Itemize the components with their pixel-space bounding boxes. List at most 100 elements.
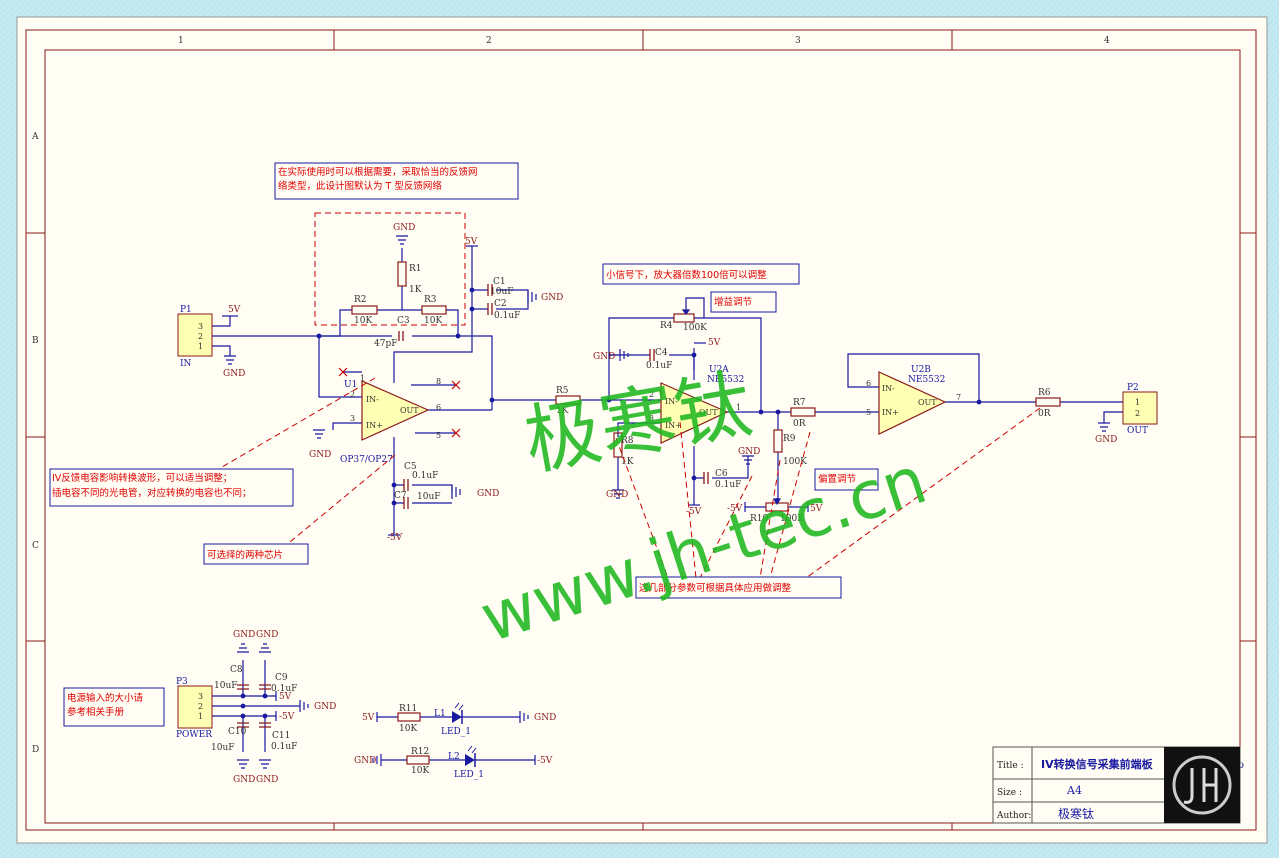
svg-text:U2A: U2A: [709, 365, 729, 375]
size-value: A4: [1066, 784, 1082, 797]
svg-text:可选择的两种芯片: 可选择的两种芯片: [207, 549, 283, 561]
vn-label: -5V: [537, 756, 553, 766]
c4-ref: C4: [655, 348, 668, 358]
svg-text:1: 1: [736, 403, 741, 412]
svg-text:在实际使用时可以根据需要，采取恰当的反馈网: 在实际使用时可以根据需要，采取恰当的反馈网: [278, 166, 478, 178]
gnd-label: GND: [593, 352, 615, 362]
svg-text:络类型，此设计图默认为 T 型反馈网络: 络类型，此设计图默认为 T 型反馈网络: [278, 180, 442, 192]
paper: [16, 16, 1268, 844]
c5-ref: C5: [404, 462, 417, 472]
c7-val: 10uF: [417, 492, 441, 502]
gnd-label: GND: [393, 223, 415, 233]
r3-ref: R3: [424, 295, 437, 305]
vp-label: 5V: [362, 713, 375, 723]
col-1: 1: [178, 36, 184, 46]
r6-ref: R6: [1038, 388, 1051, 398]
gnd-label: GND: [256, 775, 278, 785]
svg-text:1: 1: [360, 374, 365, 383]
svg-text:2: 2: [198, 702, 203, 711]
svg-text:IN-: IN-: [665, 397, 678, 406]
note-power: 电源输入的大小请 参考相关手册: [63, 687, 165, 727]
connector-p1: P1 IN 3 2 1: [177, 305, 213, 369]
r3-val: 10K: [424, 316, 442, 326]
svg-text:1: 1: [198, 342, 203, 351]
r1-ref: R1: [409, 264, 422, 274]
note-iv-cap: IV反馈电容影响转换波形，可以适当调整； 插电容不同的光电管，对应转换的电容也不…: [49, 468, 294, 507]
r4-val: 100K: [683, 323, 707, 333]
svg-text:P2: P2: [1127, 383, 1139, 393]
ground-symbols: [222, 235, 1110, 769]
svg-text:IN: IN: [180, 359, 192, 369]
c6-val: 0.1uF: [715, 480, 741, 490]
row-a: A: [31, 132, 39, 142]
gnd-label: GND: [606, 490, 628, 500]
vp-label: 5V: [708, 338, 721, 348]
note-gain-adjust: 增益调节: [710, 291, 777, 313]
r9-val: 100K: [783, 457, 807, 467]
note-chips: 可选择的两种芯片: [203, 543, 309, 565]
opamp-u2a: U2A NE5532 IN- IN+ OUT 2 3 1: [649, 365, 744, 444]
svg-text:L1: L1: [434, 709, 446, 719]
col-4: 4: [1104, 36, 1110, 46]
annotation-leaders: [209, 212, 1041, 579]
svg-text:IN+: IN+: [665, 421, 682, 430]
svg-text:6: 6: [436, 403, 441, 412]
r7-ref: R7: [793, 398, 806, 408]
note-small-signal: 小信号下，放大器倍数100倍可以调整: [602, 263, 800, 285]
gnd-label: GND: [738, 447, 760, 457]
svg-text:小信号下，放大器倍数100倍可以调整: 小信号下，放大器倍数100倍可以调整: [606, 269, 767, 281]
svg-text:5: 5: [866, 408, 871, 417]
row-d: D: [32, 745, 39, 755]
r8-ref: R8: [621, 436, 634, 446]
resistor-bodies: [351, 261, 1061, 765]
svg-text:L2: L2: [448, 752, 460, 762]
c1-ref: C1: [493, 277, 506, 287]
svg-text:NE5532: NE5532: [908, 375, 945, 385]
title-label: Title :: [997, 761, 1024, 771]
gnd-label: GND: [1095, 435, 1117, 445]
vn-label: -5V: [387, 533, 403, 543]
jh-logo-icon: [1164, 747, 1240, 823]
svg-text:插电容不同的光电管，对应转换的电容也不同；: 插电容不同的光电管，对应转换的电容也不同；: [52, 487, 252, 499]
svg-text:IN+: IN+: [882, 408, 899, 417]
svg-text:1: 1: [1135, 398, 1140, 407]
svg-text:2: 2: [198, 332, 203, 341]
svg-text:IN+: IN+: [366, 421, 383, 430]
svg-text:POWER: POWER: [176, 730, 212, 740]
svg-text:7: 7: [956, 393, 961, 402]
r8-val: 1K: [621, 457, 634, 467]
opamp-u1: U1 OP37/OP27 IN- IN+ OUT 1 2 3 6 8 5: [340, 374, 441, 465]
svg-text:2: 2: [649, 390, 654, 399]
title-value: IV转换信号采集前端板: [1041, 757, 1154, 771]
svg-text:OUT: OUT: [1127, 426, 1148, 436]
note-feedback: 在实际使用时可以根据需要，采取恰当的反馈网 络类型，此设计图默认为 T 型反馈网…: [274, 162, 519, 200]
c9-val: 0.1uF: [271, 684, 297, 694]
r10-val: 100K: [780, 514, 804, 524]
r12-ref: R12: [411, 747, 429, 757]
svg-text:3: 3: [198, 692, 203, 701]
size-label: Size :: [997, 788, 1022, 798]
c11-ref: C11: [272, 731, 290, 741]
note-params: 这几部分参数可根据具体应用做调整: [635, 576, 842, 599]
connector-p3: P3 POWER 3 2 1: [176, 677, 213, 740]
svg-text:3: 3: [350, 414, 355, 423]
svg-text:OUT: OUT: [918, 398, 937, 407]
svg-text:这几部分参数可根据具体应用做调整: 这几部分参数可根据具体应用做调整: [639, 582, 792, 594]
c2-val: 0.1uF: [494, 311, 520, 321]
r4-ref: R4: [660, 321, 673, 331]
gnd-label: GND: [314, 702, 336, 712]
c10-ref: C10: [228, 727, 247, 737]
svg-text:NE5532: NE5532: [707, 375, 744, 385]
svg-text:U2B: U2B: [911, 365, 931, 375]
svg-text:P1: P1: [180, 305, 192, 315]
c3-val: 47pF: [374, 339, 397, 349]
gnd-label: GND: [233, 630, 255, 640]
r7-val: 0R: [793, 419, 806, 429]
gnd-label: GND: [354, 756, 376, 766]
svg-text:IN-: IN-: [882, 384, 895, 393]
r10-ref: R10: [750, 514, 769, 524]
svg-text:2: 2: [1135, 409, 1140, 418]
author-label: Author:: [996, 811, 1031, 821]
vn-label: -5V: [686, 507, 702, 517]
